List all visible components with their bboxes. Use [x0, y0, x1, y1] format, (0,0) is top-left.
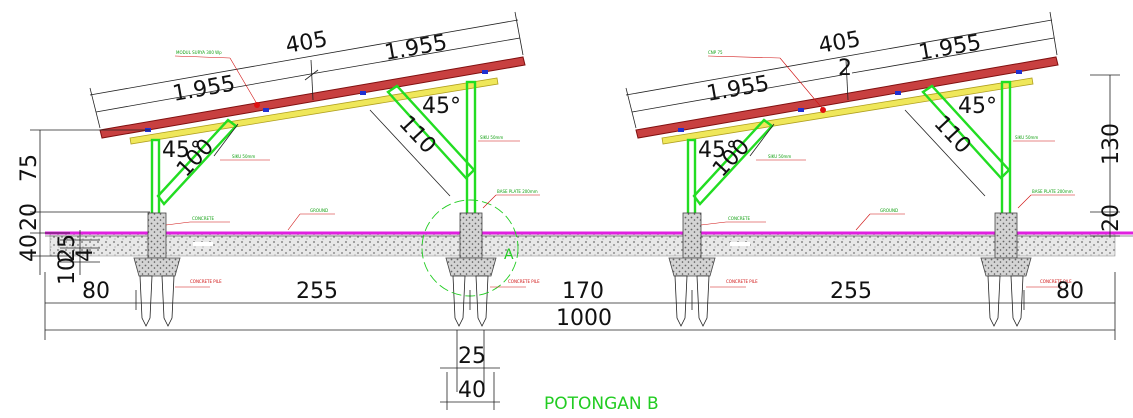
- dim-span-left-255: 255: [296, 279, 338, 304]
- label-ground-left: GROUND: [310, 208, 328, 213]
- dim-right-130: 130: [1099, 123, 1124, 165]
- back-post-left: [465, 80, 477, 216]
- detail-marker-a: A: [504, 247, 514, 263]
- panel-right: [635, 56, 1059, 139]
- horizontal-dimensions: 80 255 170 255 80 1000 25 40: [44, 272, 1116, 410]
- left-vertical-dimensions: 75 20 40 10 25 4: [17, 129, 150, 285]
- dim-panel-right-right: 1.955: [917, 30, 983, 66]
- dim-right-20: 20: [1099, 204, 1124, 232]
- dim-left-10: 10: [55, 257, 80, 285]
- dim-panel-total-right: 405: [817, 27, 863, 59]
- dim-panel-left-right: 1.955: [705, 71, 771, 107]
- dim-angle-back-left: 45°: [422, 94, 461, 119]
- dim-left-20: 20: [17, 203, 42, 231]
- section-title: POTONGAN B: [544, 394, 659, 414]
- label-concrete-left: CONCRETE: [192, 216, 214, 221]
- clamp-3: [360, 91, 366, 95]
- dim-left-4: 4: [73, 248, 98, 262]
- gravel-marker-right: [730, 242, 750, 246]
- label-base-plate-left: BASE PLATE 200mm: [497, 189, 538, 194]
- dim-angle-back-right: 45°: [958, 94, 997, 119]
- dim-left-75: 75: [17, 154, 42, 182]
- label-ground-right: GROUND: [880, 208, 898, 213]
- back-brace-left: [386, 84, 476, 180]
- label-panel-right: CNP 75: [708, 50, 723, 55]
- gravel-marker-left: [193, 242, 213, 246]
- back-brace-right: [921, 84, 1011, 180]
- front-post-right: [686, 138, 697, 216]
- footing-left-front: [133, 212, 181, 327]
- panel-point-right: [820, 107, 826, 113]
- dim-pile-gap-25: 25: [458, 344, 486, 369]
- dim-left-25: 25: [55, 234, 80, 262]
- dim-left-end-80: 80: [82, 279, 110, 304]
- label-pile-front-left: CONCRETE PILE: [190, 279, 222, 284]
- dim-span-middle-170: 170: [562, 279, 604, 304]
- footing-right-front: [668, 212, 716, 327]
- dim-right-end-80: 80: [1056, 279, 1084, 304]
- dim-overall-1000: 1000: [556, 306, 612, 331]
- footing-left-back: [445, 212, 497, 327]
- label-concrete-right: CONCRETE: [728, 216, 750, 221]
- label-pile-front-right: CONCRETE PILE: [726, 279, 758, 284]
- dim-panel-left-left: 1.955: [171, 71, 237, 107]
- label-pile-back-left: CONCRETE PILE: [508, 279, 540, 284]
- label-pile-back-right: CONCRETE PILE: [1040, 279, 1072, 284]
- dim-panel-right-left: 1.955: [383, 30, 449, 66]
- dim-angle-front-left: 45°: [162, 138, 201, 163]
- clamp-2: [263, 108, 269, 112]
- dim-angle-front-right: 45°: [698, 138, 737, 163]
- right-vertical-dimensions: 130 20: [1090, 74, 1124, 237]
- footing-right-back: [980, 212, 1032, 327]
- label-channel-front-left: SIKU 50mm: [232, 154, 255, 159]
- label-channel-right: SIKU 50mm: [1015, 135, 1038, 140]
- left-assembly: A 405 1.955 1.955 45° 45° 100 110 MODUL …: [89, 11, 540, 327]
- front-post-left: [150, 138, 161, 216]
- label-panel-left: MODUL SURYA 300 Wp: [176, 50, 222, 55]
- clamp-4: [482, 70, 488, 74]
- panel-point-left: [254, 102, 260, 108]
- dim-left-40: 40: [17, 234, 42, 262]
- dim-gap-right: 2: [838, 56, 852, 81]
- label-channel-front-right: SIKU 50mm: [768, 154, 791, 159]
- back-post-right: [1000, 80, 1012, 216]
- label-base-plate-right: BASE PLATE 200mm: [1032, 189, 1073, 194]
- label-channel-left: SIKU 50mm: [480, 135, 503, 140]
- dim-pile-width-40: 40: [458, 378, 486, 403]
- dim-span-right-255: 255: [830, 279, 872, 304]
